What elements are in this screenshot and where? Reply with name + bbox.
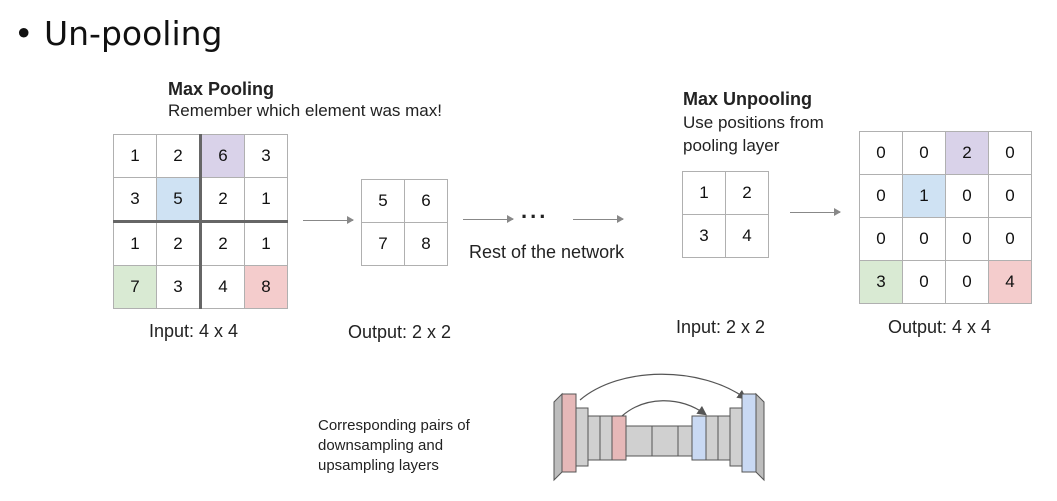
table-row: 0 0 2 0	[859, 131, 1032, 175]
max-unpooling-subheading-2: pooling layer	[683, 136, 780, 155]
grid-cell: 0	[859, 217, 903, 261]
grid-cell: 3	[859, 260, 903, 304]
caption-line: upsampling layers	[318, 457, 439, 474]
arrow-right-icon	[463, 215, 514, 223]
network-caption: Corresponding pairs of downsampling and …	[318, 416, 470, 476]
arrow-right-icon	[303, 216, 354, 224]
layer-block	[611, 415, 627, 461]
table-row: 7 3 4 8	[113, 265, 288, 309]
table-row: 1 2	[682, 171, 769, 215]
layer-block	[677, 425, 693, 457]
layer-block	[729, 407, 743, 467]
grid-cell: 3	[682, 214, 726, 258]
grid-cell: 2	[725, 171, 769, 215]
encoder-decoder-diagram	[553, 373, 765, 482]
table-row: 3 5 2 1	[113, 177, 288, 223]
layer-block	[705, 415, 719, 461]
grid-cell: 7	[361, 222, 405, 266]
layer-block	[587, 415, 601, 461]
unpooling-output-grid: 0 0 2 0 0 1 0 0 0 0 0 0 3 0 0 4	[859, 131, 1032, 304]
grid-cell: 6	[404, 179, 448, 223]
max-pooling-subheading: Remember which element was max!	[168, 101, 442, 120]
grid-cell: 0	[945, 260, 989, 304]
pooling-output-label: Output: 2 x 2	[348, 322, 452, 342]
grid-cell: 7	[113, 265, 157, 309]
grid-cell: 1	[113, 134, 157, 178]
slide-title: • Un-pooling	[14, 14, 222, 53]
layer-block	[651, 425, 679, 457]
layer-block	[691, 415, 707, 461]
table-row: 7 8	[361, 222, 448, 266]
caption-line: downsampling and	[318, 437, 444, 454]
grid-cell: 2	[200, 221, 245, 266]
arrow-right-icon	[790, 208, 841, 216]
pooling-input-grid: 1 2 6 3 3 5 2 1 1 2 2 1 7 3 4 8	[113, 134, 288, 309]
layer-block	[553, 392, 577, 482]
grid-cell: 1	[682, 171, 726, 215]
max-pooling-heading: Max Pooling	[168, 79, 275, 99]
grid-cell: 8	[244, 265, 288, 309]
grid-cell: 0	[988, 131, 1032, 175]
arrow-right-icon	[573, 215, 624, 223]
layer-block	[625, 425, 653, 457]
grid-cell: 0	[859, 131, 903, 175]
grid-cell: 1	[113, 221, 157, 266]
title-text: Un-pooling	[43, 14, 223, 53]
grid-cell: 2	[200, 177, 245, 223]
grid-cell: 5	[156, 177, 202, 223]
layer-block	[599, 415, 613, 461]
grid-cell: 3	[156, 265, 202, 309]
layer-block	[717, 415, 731, 461]
grid-cell: 0	[859, 174, 903, 218]
table-row: 1 2 2 1	[113, 221, 288, 266]
unpooling-input-grid: 1 2 3 4	[682, 171, 769, 258]
pooling-input-label: Input: 4 x 4	[149, 321, 239, 341]
caption-line: Corresponding pairs of	[318, 417, 470, 434]
grid-cell: 0	[902, 260, 946, 304]
grid-cell: 0	[988, 174, 1032, 218]
grid-cell: 0	[945, 174, 989, 218]
skip-connection-arrow-inner	[621, 400, 707, 417]
grid-cell: 0	[988, 217, 1032, 261]
max-unpooling-heading: Max Unpooling	[683, 89, 812, 109]
grid-cell: 0	[902, 131, 946, 175]
bullet-glyph: •	[14, 14, 34, 53]
grid-cell: 1	[244, 221, 288, 266]
table-row: 5 6	[361, 179, 448, 223]
table-row: 1 2 6 3	[113, 134, 288, 178]
grid-cell: 4	[988, 260, 1032, 304]
grid-cell: 1	[902, 174, 946, 218]
grid-cell: 3	[244, 134, 288, 178]
grid-cell: 3	[113, 177, 157, 223]
table-row: 0 1 0 0	[859, 174, 1032, 218]
ellipsis-icon: ...	[521, 198, 549, 223]
unpooling-input-label: Input: 2 x 2	[676, 317, 766, 337]
skip-connection-arrow-outer	[579, 373, 747, 401]
grid-cell: 1	[244, 177, 288, 223]
layer-block	[575, 407, 589, 467]
grid-cell: 2	[945, 131, 989, 175]
pooling-output-grid: 5 6 7 8	[361, 179, 448, 266]
grid-cell: 4	[200, 265, 245, 309]
grid-cell: 6	[200, 134, 245, 178]
grid-cell: 0	[945, 217, 989, 261]
grid-cell: 4	[725, 214, 769, 258]
grid-cell: 2	[156, 221, 202, 266]
table-row: 3 0 0 4	[859, 260, 1032, 304]
table-row: 0 0 0 0	[859, 217, 1032, 261]
table-row: 3 4	[682, 214, 769, 258]
grid-cell: 8	[404, 222, 448, 266]
max-unpooling-subheading-1: Use positions from	[683, 113, 824, 132]
layer-block	[741, 392, 765, 482]
grid-cell: 2	[156, 134, 202, 178]
grid-cell: 5	[361, 179, 405, 223]
grid-cell: 0	[902, 217, 946, 261]
unpooling-output-label: Output: 4 x 4	[888, 317, 992, 337]
rest-of-network-label: Rest of the network	[469, 242, 625, 262]
